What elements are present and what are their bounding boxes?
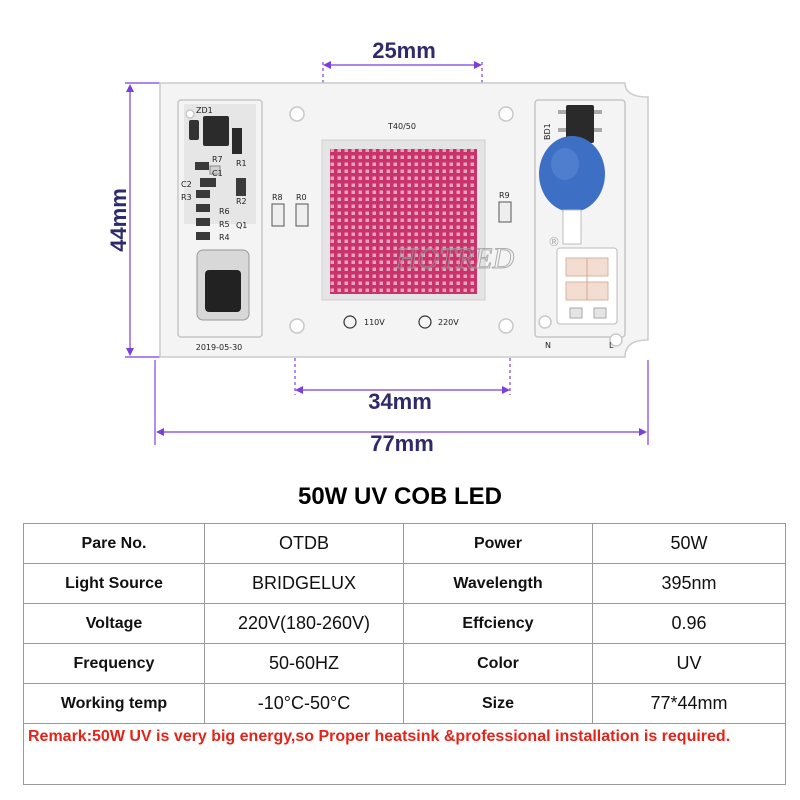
mounting-holes: [185, 106, 623, 347]
terminal-block: [556, 247, 618, 325]
spec-label: Frequency: [23, 643, 205, 684]
pad-110v: [343, 315, 357, 329]
r1-label: R1: [236, 159, 247, 168]
q1-label: Q1: [236, 221, 247, 230]
spec-value: 77*44mm: [592, 683, 786, 724]
zd1-label: ZD1: [196, 106, 213, 115]
c2-label: C2: [181, 180, 192, 189]
line-label: L: [609, 341, 614, 350]
spec-value: BRIDGELUX: [204, 563, 404, 604]
spec-label: Power: [403, 523, 593, 564]
spec-label: Pare No.: [23, 523, 205, 564]
r2-label: R2: [236, 197, 247, 206]
spec-value: -10°C-50°C: [204, 683, 404, 724]
r5-label: R5: [219, 220, 230, 229]
table-row: Frequency 50-60HZ Color UV: [23, 643, 786, 684]
r8-label: R8: [272, 193, 283, 202]
spec-table: Pare No. OTDB Power 50W Light Source BRI…: [23, 523, 786, 785]
dim-hole-spacing: 34mm: [368, 389, 432, 414]
spec-label: Size: [403, 683, 593, 724]
voltage-220-label: 220V: [438, 318, 459, 327]
spec-value: 50W: [592, 523, 786, 564]
spec-value: UV: [592, 643, 786, 684]
spec-value: 0.96: [592, 603, 786, 644]
inductor: [196, 249, 250, 321]
spec-label: Wavelength: [403, 563, 593, 604]
smd-resistors: [195, 162, 512, 240]
voltage-110-label: 110V: [364, 318, 385, 327]
varistor: [539, 136, 605, 245]
dim-chip-width: 25mm: [372, 38, 436, 63]
dim-height: 44mm: [106, 188, 131, 252]
table-row: Working temp -10°C-50°C Size 77*44mm: [23, 683, 786, 724]
r6-label: R6: [219, 207, 230, 216]
dim-width: 77mm: [370, 431, 434, 456]
spec-label: Effciency: [403, 603, 593, 644]
watermark: HOTRED: [395, 242, 515, 275]
r4-label: R4: [219, 233, 230, 242]
remark-text: Remark:50W UV is very big energy,so Prop…: [23, 723, 786, 785]
r7-label: R7: [212, 155, 223, 164]
spec-label: Working temp: [23, 683, 205, 724]
bd1-label: BD1: [543, 123, 552, 140]
product-title: 50W UV COB LED: [297, 483, 503, 510]
remark-row: Remark:50W UV is very big energy,so Prop…: [23, 723, 786, 785]
spec-label: Color: [403, 643, 593, 684]
r0-label: R0: [296, 193, 307, 202]
spec-value: 50-60HZ: [204, 643, 404, 684]
neutral-label: N: [545, 341, 551, 350]
dimension-lines: [125, 62, 649, 445]
spec-value: 395nm: [592, 563, 786, 604]
bridge-rectifier: [558, 105, 602, 143]
table-row: Light Source BRIDGELUX Wavelength 395nm: [23, 563, 786, 604]
control-ic: [189, 116, 242, 154]
watermark-registered-mark: ®: [548, 235, 560, 249]
led-module-figure: 25mm 44mm 34mm 77mm: [106, 38, 649, 456]
table-row: Voltage 220V(180-260V) Effciency 0.96: [23, 603, 786, 644]
table-row: Pare No. OTDB Power 50W: [23, 523, 786, 564]
chip-label: T40/50: [387, 122, 416, 131]
date-label: 2019-05-30: [196, 343, 243, 352]
dimension-arrowheads: [126, 61, 647, 436]
spec-value: OTDB: [204, 523, 404, 564]
led-chip: [330, 149, 477, 294]
pad-220v: [418, 315, 432, 329]
c1-label: C1: [212, 169, 223, 178]
spec-label: Voltage: [23, 603, 205, 644]
r3-label: R3: [181, 193, 192, 202]
spec-value: 220V(180-260V): [204, 603, 404, 644]
r9-label: R9: [499, 191, 510, 200]
spec-label: Light Source: [23, 563, 205, 604]
